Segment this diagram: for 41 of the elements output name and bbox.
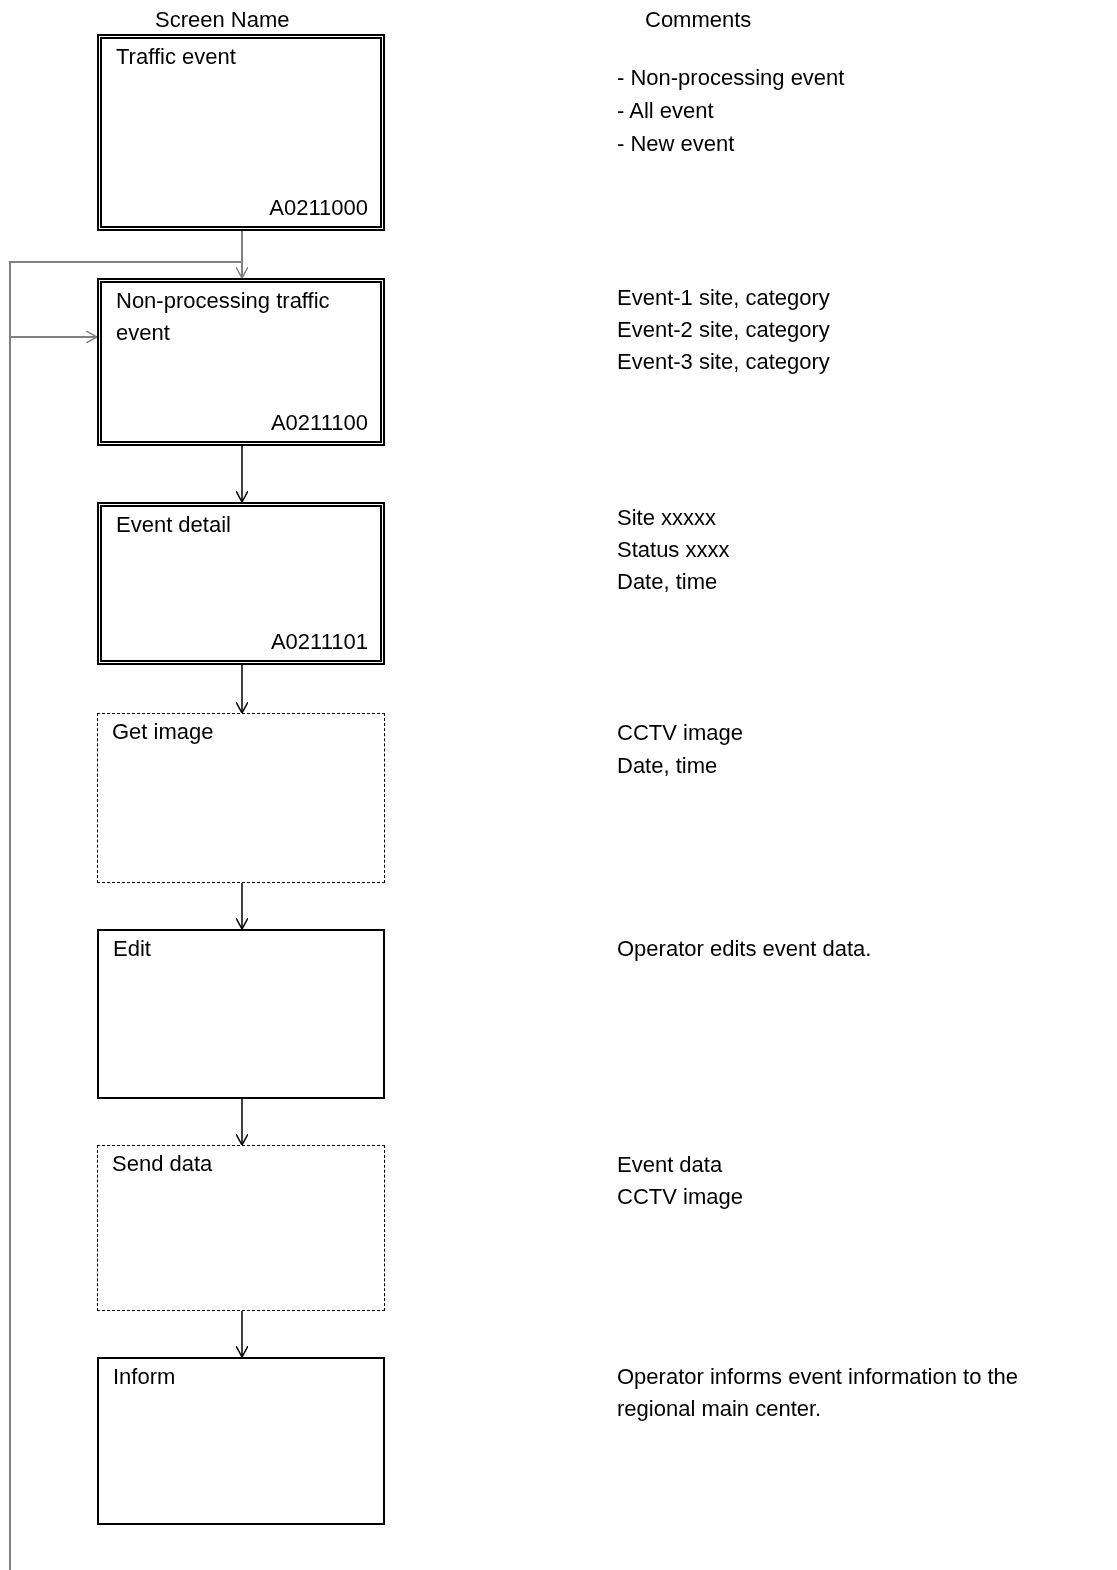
comment-text: Event data (617, 1151, 724, 1179)
column-heading: Comments (645, 6, 753, 34)
comment-text: Operator edits event data. (617, 935, 873, 963)
screen-name: Send data (112, 1150, 214, 1178)
screen-box (97, 502, 385, 665)
comment-text: Date, time (617, 752, 719, 780)
screen-name: Inform (113, 1363, 177, 1391)
arrow (235, 1098, 249, 1146)
arrow (235, 445, 249, 503)
comment-text: Event-1 site, category (617, 284, 831, 312)
screen-box (97, 713, 385, 883)
screen-box (97, 278, 385, 446)
arrow (9, 330, 98, 1570)
comment-text: CCTV image (617, 719, 744, 747)
screen-box (97, 929, 385, 1099)
screen-box (97, 34, 385, 231)
comment-text: Operator informs event information to the regional main center. (617, 1363, 1020, 1423)
screen-name: Edit (113, 935, 152, 963)
screen-name: Event detail (116, 511, 232, 539)
comment-text: - All event (617, 97, 715, 125)
column-heading: Screen Name (155, 6, 291, 34)
comment-text: Site xxxxx (617, 504, 718, 532)
comment-text: - Non-processing event (617, 64, 846, 92)
comment-text: Event-3 site, category (617, 348, 831, 376)
screen-name: Get image (112, 718, 215, 746)
comment-text: Date, time (617, 568, 719, 596)
comment-text: CCTV image (617, 1183, 744, 1211)
screen-name: Traffic event (116, 43, 237, 71)
screen-code: A0211101 (270, 628, 368, 656)
comment-text: Event-2 site, category (617, 316, 831, 344)
screen-box (97, 1357, 385, 1525)
screen-name: Non-processing traffic event (116, 287, 331, 347)
arrow (235, 882, 249, 930)
arrow (235, 230, 249, 279)
screen-box (97, 1145, 385, 1311)
screen-code: A0211000 (269, 194, 368, 222)
comment-text: Status xxxx (617, 536, 731, 564)
screen-code: A0211100 (270, 409, 368, 437)
comment-text: - New event (617, 130, 736, 158)
arrow (235, 1310, 249, 1358)
arrow (235, 664, 249, 714)
